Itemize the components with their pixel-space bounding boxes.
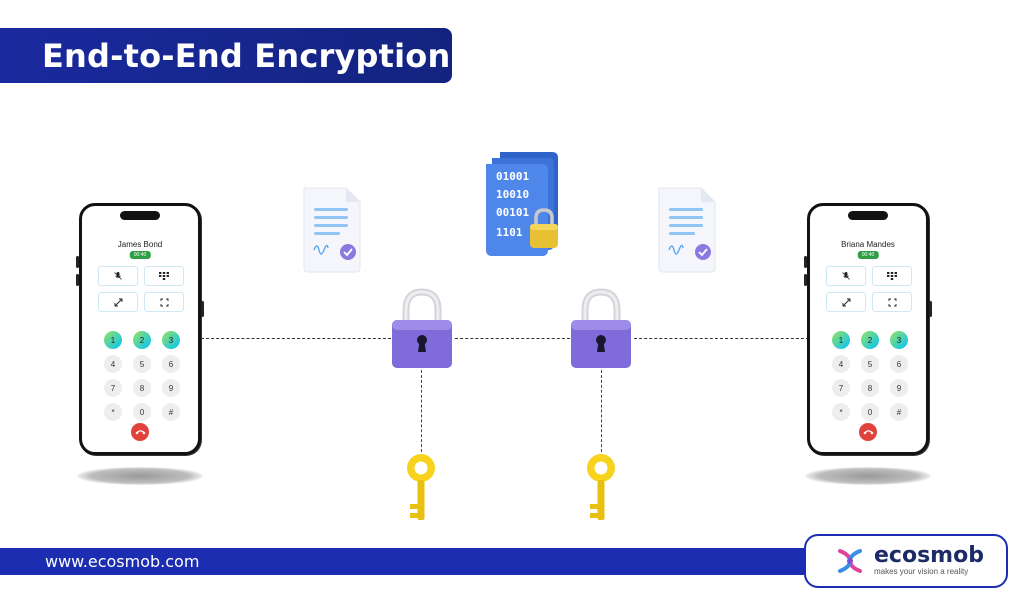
key-star[interactable]: *: [832, 403, 850, 421]
dialpad-icon: [887, 272, 897, 280]
key-8[interactable]: 8: [133, 379, 151, 397]
key-7[interactable]: 7: [832, 379, 850, 397]
brand-tagline: makes your vision a reality: [874, 567, 969, 576]
key-3[interactable]: 3: [890, 331, 908, 349]
shrink-button[interactable]: [98, 292, 138, 312]
phone-volume-button: [76, 274, 79, 286]
expand-icon: [888, 298, 896, 306]
signed-document-icon: [303, 187, 361, 273]
phone-hangup-icon: [135, 430, 145, 435]
key-0[interactable]: 0: [861, 403, 879, 421]
shrink-icon: [114, 298, 122, 306]
key-1[interactable]: 1: [832, 331, 850, 349]
signed-document-icon: [658, 187, 716, 273]
padlock-icon: [392, 288, 452, 368]
website-url[interactable]: www.ecosmob.com: [45, 552, 200, 571]
key-8[interactable]: 8: [861, 379, 879, 397]
phone-left: James Bond 00:40 1 2 3 4 5 6 7 8 9 * 0 #: [76, 203, 204, 455]
phone-notch: [848, 211, 888, 220]
key-3[interactable]: 3: [162, 331, 180, 349]
connection-line-left: [201, 338, 391, 339]
dialpad-icon: [159, 272, 169, 280]
ecosmob-logo-icon: [838, 549, 862, 573]
phone-hangup-icon: [863, 430, 873, 435]
key-9[interactable]: 9: [162, 379, 180, 397]
key-0[interactable]: 0: [133, 403, 151, 421]
phone-volume-button: [76, 256, 79, 268]
phone-right: Briana Mandes 00:40 1 2 3 4 5 6 7 8 9 * …: [804, 203, 932, 455]
phone-volume-button: [804, 256, 807, 268]
dialpad-button[interactable]: [872, 266, 912, 286]
key-5[interactable]: 5: [133, 355, 151, 373]
key-1[interactable]: 1: [104, 331, 122, 349]
shrink-icon: [842, 298, 850, 306]
phone-side-button: [201, 301, 204, 317]
mic-off-icon: [842, 272, 850, 280]
expand-icon: [160, 298, 168, 306]
key-6[interactable]: 6: [162, 355, 180, 373]
phone-shadow: [77, 467, 203, 485]
key-2[interactable]: 2: [861, 331, 879, 349]
shrink-button[interactable]: [826, 292, 866, 312]
phone-volume-button: [804, 274, 807, 286]
binary-line: 10010: [496, 188, 529, 201]
small-padlock-icon: [530, 208, 558, 248]
connection-line-right: [634, 338, 809, 339]
key-line-right: [601, 370, 602, 452]
call-timer: 00:40: [857, 251, 879, 259]
key-5[interactable]: 5: [861, 355, 879, 373]
binary-line: 01001: [496, 170, 529, 183]
key-icon: [407, 454, 435, 520]
key-line-left: [421, 370, 422, 452]
expand-button[interactable]: [872, 292, 912, 312]
expand-button[interactable]: [144, 292, 184, 312]
encrypted-binary-file-icon: 01001 10010 00101 1101: [486, 152, 558, 256]
hangup-button[interactable]: [859, 423, 877, 441]
brand-name: ecosmob: [874, 543, 984, 568]
key-star[interactable]: *: [104, 403, 122, 421]
binary-line: 00101: [496, 206, 529, 219]
connection-line-middle: [455, 338, 570, 339]
mute-button[interactable]: [98, 266, 138, 286]
key-6[interactable]: 6: [890, 355, 908, 373]
padlock-icon: [571, 288, 631, 368]
dialpad-button[interactable]: [144, 266, 184, 286]
key-9[interactable]: 9: [890, 379, 908, 397]
hangup-button[interactable]: [131, 423, 149, 441]
key-hash[interactable]: #: [890, 403, 908, 421]
phone-side-button: [929, 301, 932, 317]
phone-shadow: [805, 467, 931, 485]
caller-name: James Bond: [117, 240, 163, 249]
mute-button[interactable]: [826, 266, 866, 286]
key-2[interactable]: 2: [133, 331, 151, 349]
mic-off-icon: [114, 272, 122, 280]
binary-line: 1101: [496, 226, 523, 239]
key-4[interactable]: 4: [832, 355, 850, 373]
key-4[interactable]: 4: [104, 355, 122, 373]
key-7[interactable]: 7: [104, 379, 122, 397]
title-banner: End-to-End Encryption: [0, 28, 452, 83]
key-icon: [587, 454, 615, 520]
phone-notch: [120, 211, 160, 220]
key-hash[interactable]: #: [162, 403, 180, 421]
page-title: End-to-End Encryption: [42, 36, 451, 75]
footer-bar: www.ecosmob.com: [0, 548, 838, 575]
call-timer: 00:40: [129, 251, 151, 259]
brand-logo-box: ecosmob makes your vision a reality: [804, 534, 1008, 588]
caller-name: Briana Mandes: [841, 240, 895, 249]
